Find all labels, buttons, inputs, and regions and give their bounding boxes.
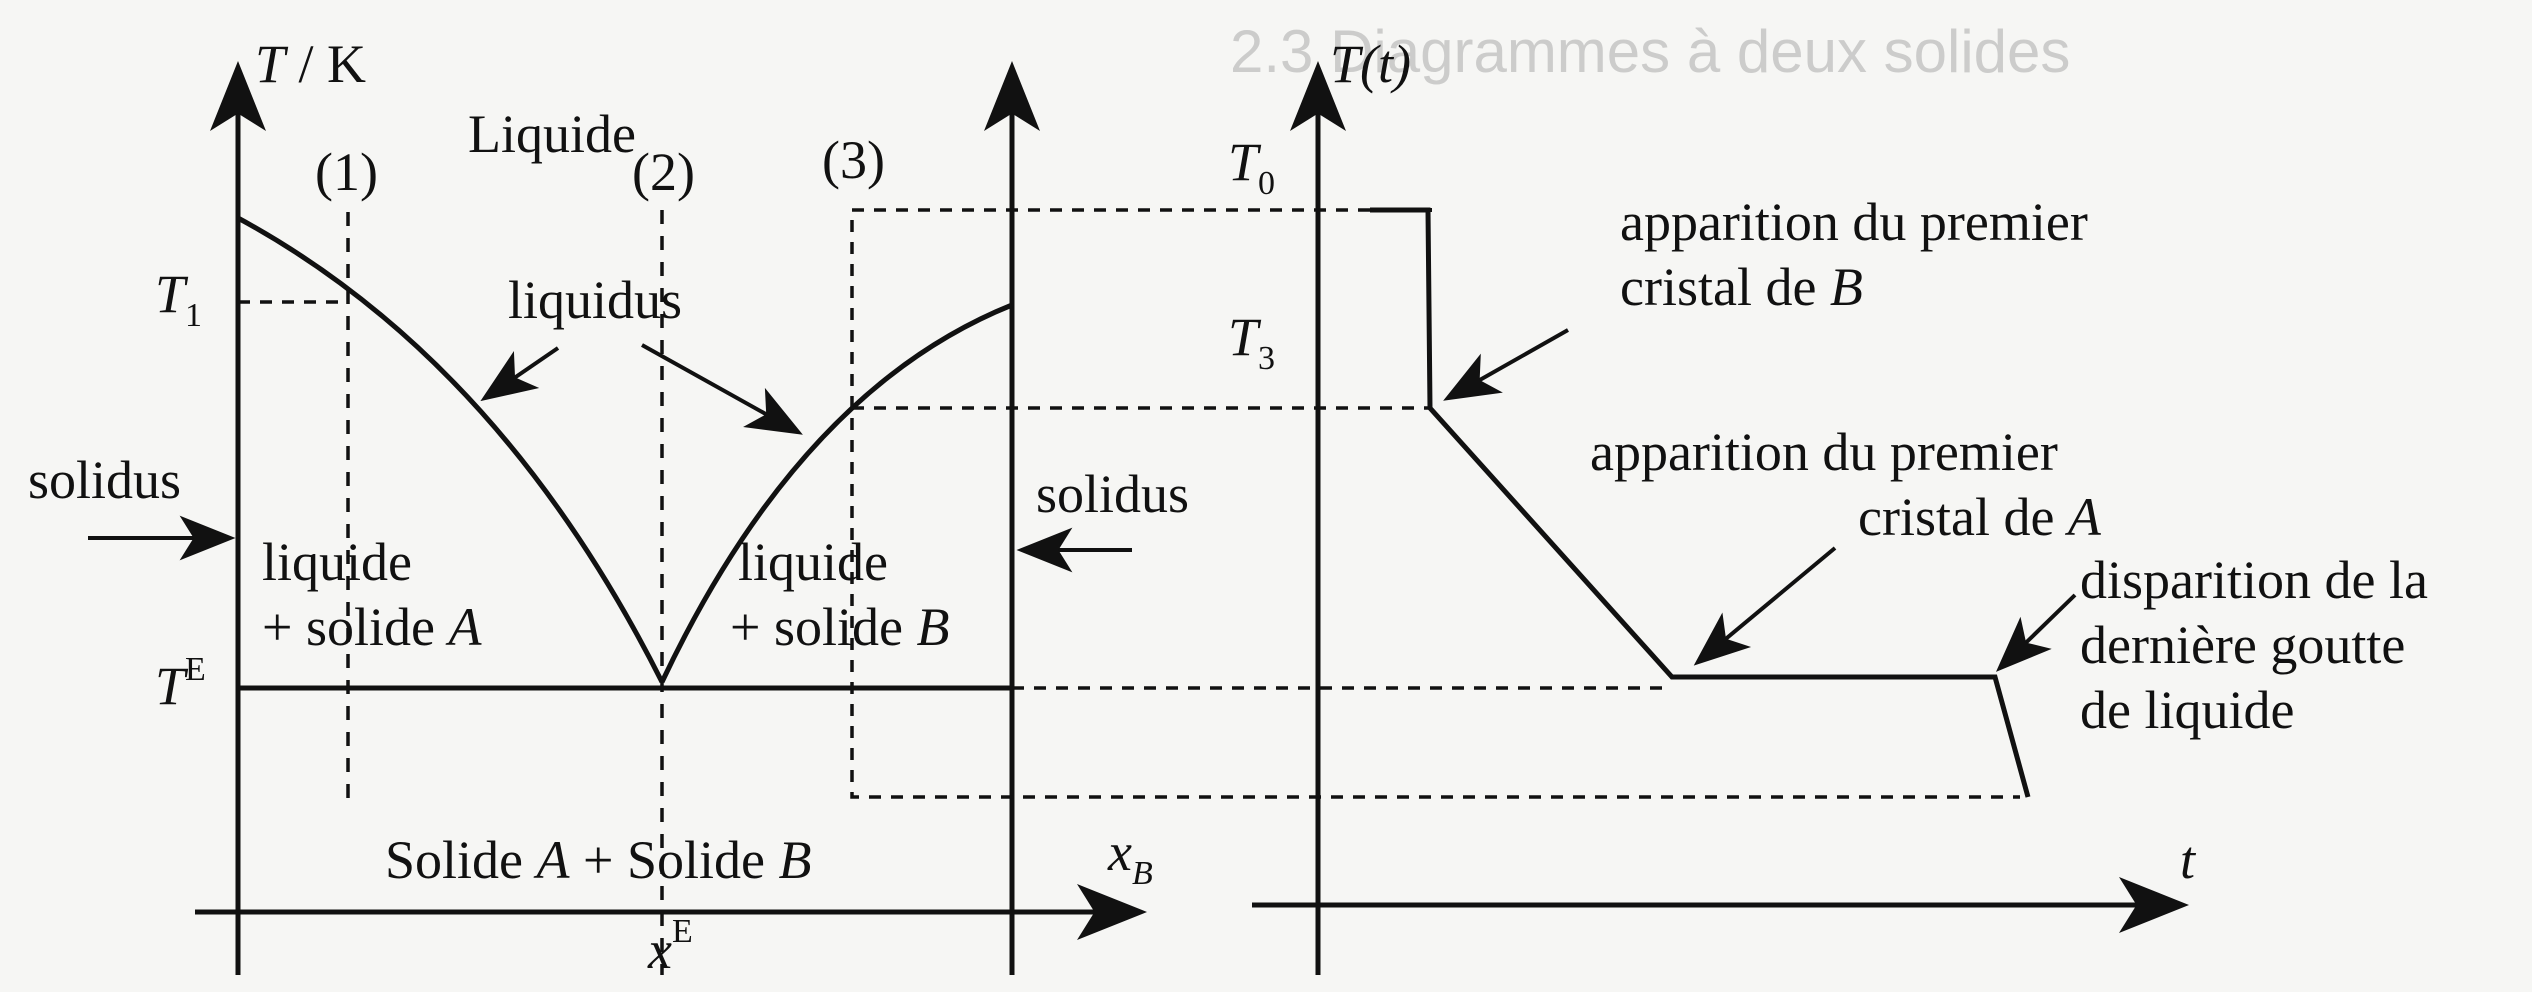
bottom-solid-region-label: Solide A + Solide B bbox=[385, 830, 812, 890]
annot-first-crystal-b-line1: apparition du premier bbox=[1620, 192, 2088, 252]
region-left-line1: liquide bbox=[262, 532, 412, 592]
xe-label: xE bbox=[647, 913, 693, 980]
annot-first-crystal-a-line2: cristal de A bbox=[1858, 487, 2102, 547]
path-3-label: (3) bbox=[822, 130, 885, 190]
t3-label: T3 bbox=[1228, 307, 1275, 377]
path-1-label: (1) bbox=[315, 142, 378, 202]
arrow-first-crystal-b bbox=[1443, 328, 1569, 401]
liquidus-curve-a bbox=[236, 215, 665, 684]
annot-first-crystal-a-line1: apparition du premier bbox=[1590, 422, 2058, 482]
annot-last-drop-line2: dernière goutte bbox=[2080, 615, 2405, 675]
cooling-curve-diagram bbox=[1252, 61, 2189, 975]
arrow-first-crystal-a bbox=[1693, 546, 1837, 666]
region-left-line2: + solide A bbox=[262, 597, 482, 657]
xb-axis-label: xB bbox=[1107, 822, 1153, 892]
t0-label: T0 bbox=[1228, 132, 1275, 202]
cooling-curve bbox=[1370, 207, 2031, 798]
liquidus-arrow-left bbox=[480, 346, 560, 402]
solidus-label-right: solidus bbox=[1036, 464, 1189, 524]
liquidus-label: liquidus bbox=[508, 270, 682, 330]
region-right-line2: + solide B bbox=[730, 597, 949, 657]
t1-label: T1 bbox=[155, 264, 202, 334]
annot-last-drop-line1: disparition de la bbox=[2080, 550, 2428, 610]
time-axis-label: t bbox=[2180, 830, 2197, 890]
liquidus-curve-b bbox=[659, 302, 1013, 684]
binary-phase-diagram bbox=[88, 61, 2020, 975]
arrow-last-drop bbox=[1995, 593, 2077, 672]
solidus-label-left: solidus bbox=[28, 450, 181, 510]
cooling-axis-label: T(t) bbox=[1330, 34, 1411, 94]
liquidus-arrow-right bbox=[641, 343, 803, 435]
annot-first-crystal-b-line2: cristal de B bbox=[1620, 257, 1863, 317]
right-labels: T(t) T0 T3 apparition du premier cristal… bbox=[1228, 34, 2428, 890]
temperature-axis-label: T / K bbox=[255, 34, 366, 94]
region-right-line1: liquide bbox=[738, 532, 888, 592]
te-label: TE bbox=[155, 651, 206, 716]
liquid-region-label: Liquide bbox=[468, 104, 636, 164]
background-heading: 2.3 Diagrammes à deux solides bbox=[1230, 18, 2070, 85]
path-2-label: (2) bbox=[632, 142, 695, 202]
left-labels: T / K (1) Liquide (2) (3) T1 liquidus so… bbox=[28, 34, 1189, 980]
annot-last-drop-line3: de liquide bbox=[2080, 680, 2294, 740]
